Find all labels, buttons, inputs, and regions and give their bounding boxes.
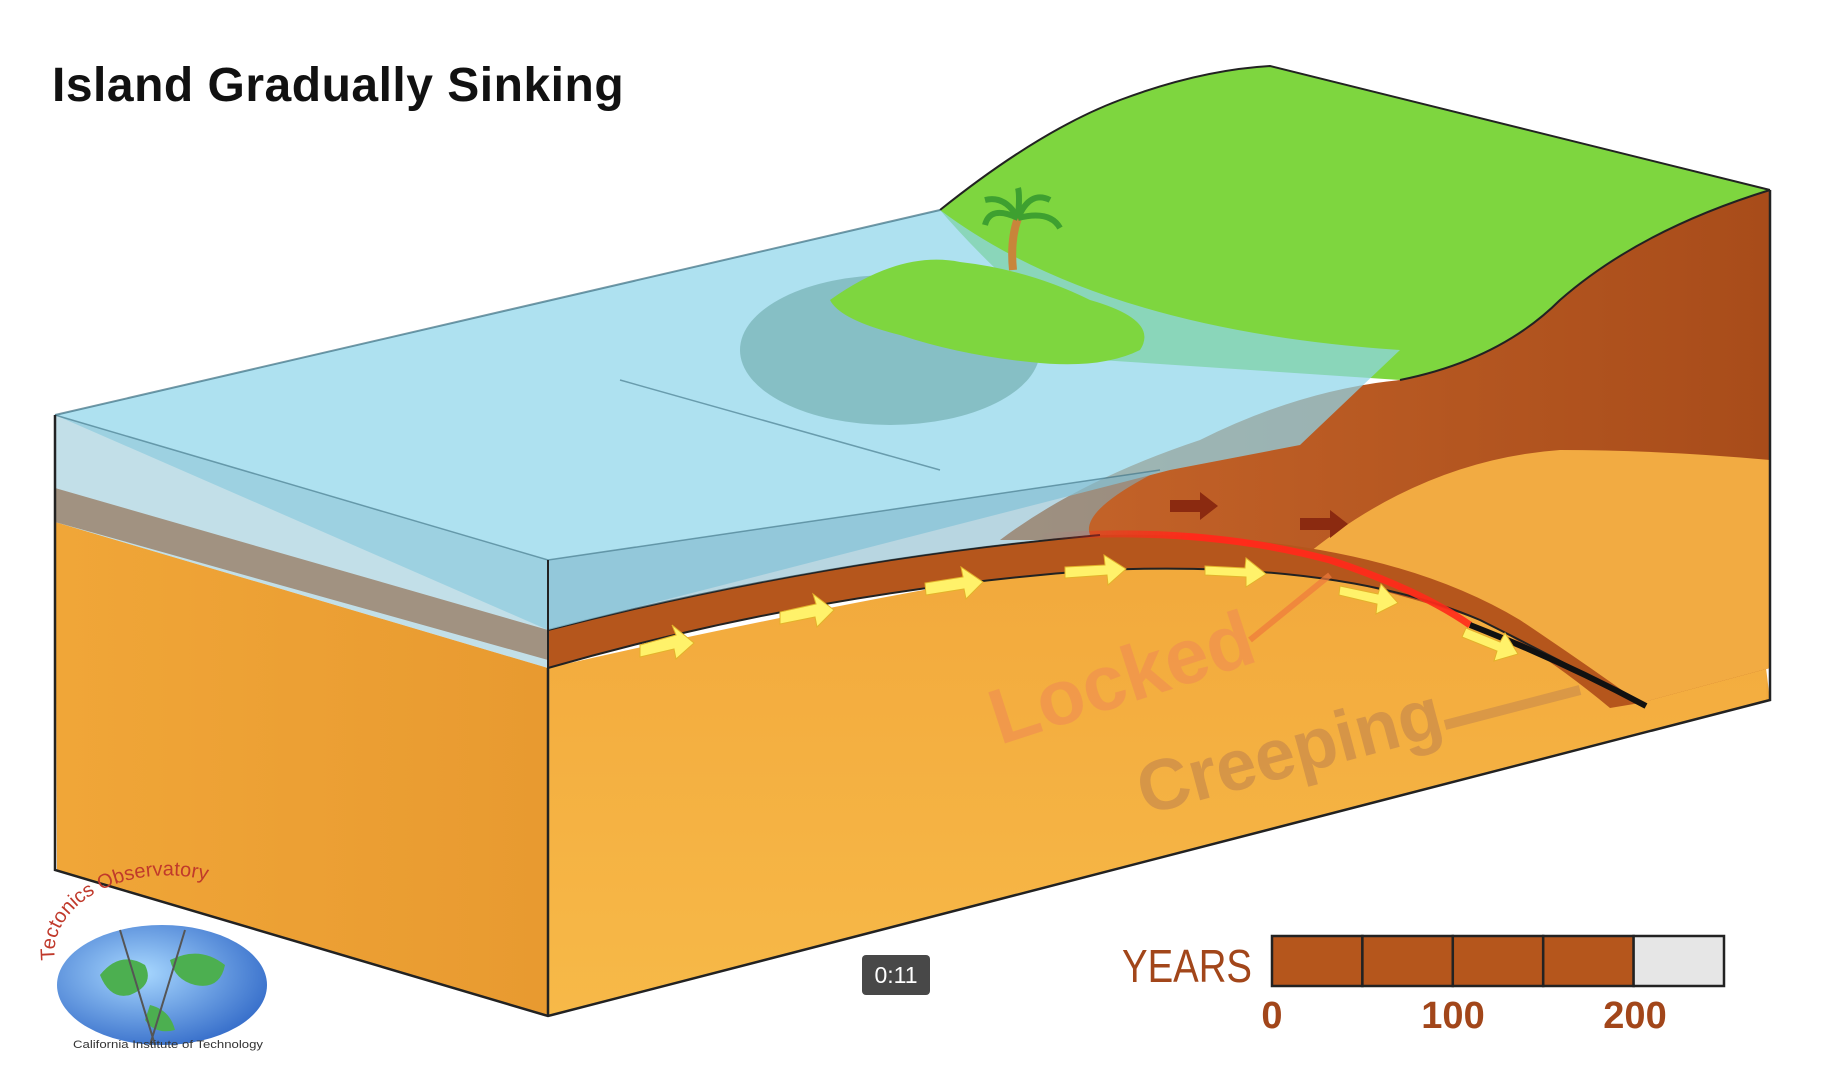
locked-zone	[1039, 530, 1473, 628]
page-title: Island Gradually Sinking	[52, 59, 625, 112]
timeline-segment-filled	[1361, 934, 1455, 988]
logo-subtext: California Institute of Technology	[73, 1039, 264, 1051]
subducting-plate-slab	[548, 534, 1640, 708]
island	[830, 259, 1145, 365]
timeline-tick: 200	[1603, 995, 1666, 1037]
timeline-segment-empty	[1632, 934, 1726, 988]
motion-arrow-icon	[639, 624, 695, 660]
sea-front	[55, 415, 548, 668]
timeline-tick: 0	[1261, 995, 1282, 1037]
plate-motion-arrows	[639, 554, 1519, 662]
overriding-plate-arrows	[1170, 492, 1348, 538]
timeline-segment-filled	[1270, 934, 1364, 988]
motion-arrow-icon	[1064, 554, 1127, 587]
motion-arrow-icon	[924, 565, 984, 601]
crust-cross-section	[548, 556, 1766, 1016]
motion-arrow-icon	[1338, 583, 1399, 615]
timeline-tick: 100	[1421, 995, 1484, 1037]
motion-arrow-icon	[1204, 557, 1267, 588]
locked-pointer	[1248, 572, 1332, 643]
land-surface	[940, 66, 1770, 380]
sea-front-right	[548, 470, 1160, 630]
years-label: YEARS	[1122, 940, 1252, 992]
block-left-face	[55, 522, 548, 1016]
timeline-segment-filled	[1451, 934, 1545, 988]
creeping-pointer	[1443, 685, 1582, 730]
timeline-progress-bar[interactable]	[1270, 934, 1726, 988]
motion-arrow-icon	[779, 592, 835, 629]
slab-top-line	[547, 534, 1101, 631]
creeping-zone	[1468, 622, 1648, 709]
globe-logo-icon	[57, 925, 267, 1045]
timeline-segment-filled	[1541, 934, 1635, 988]
mantle-wedge	[1300, 450, 1770, 703]
motion-arrow-icon	[1461, 627, 1519, 662]
video-timestamp[interactable]: 0:11	[862, 955, 930, 995]
palm-tree-icon	[982, 187, 1063, 271]
